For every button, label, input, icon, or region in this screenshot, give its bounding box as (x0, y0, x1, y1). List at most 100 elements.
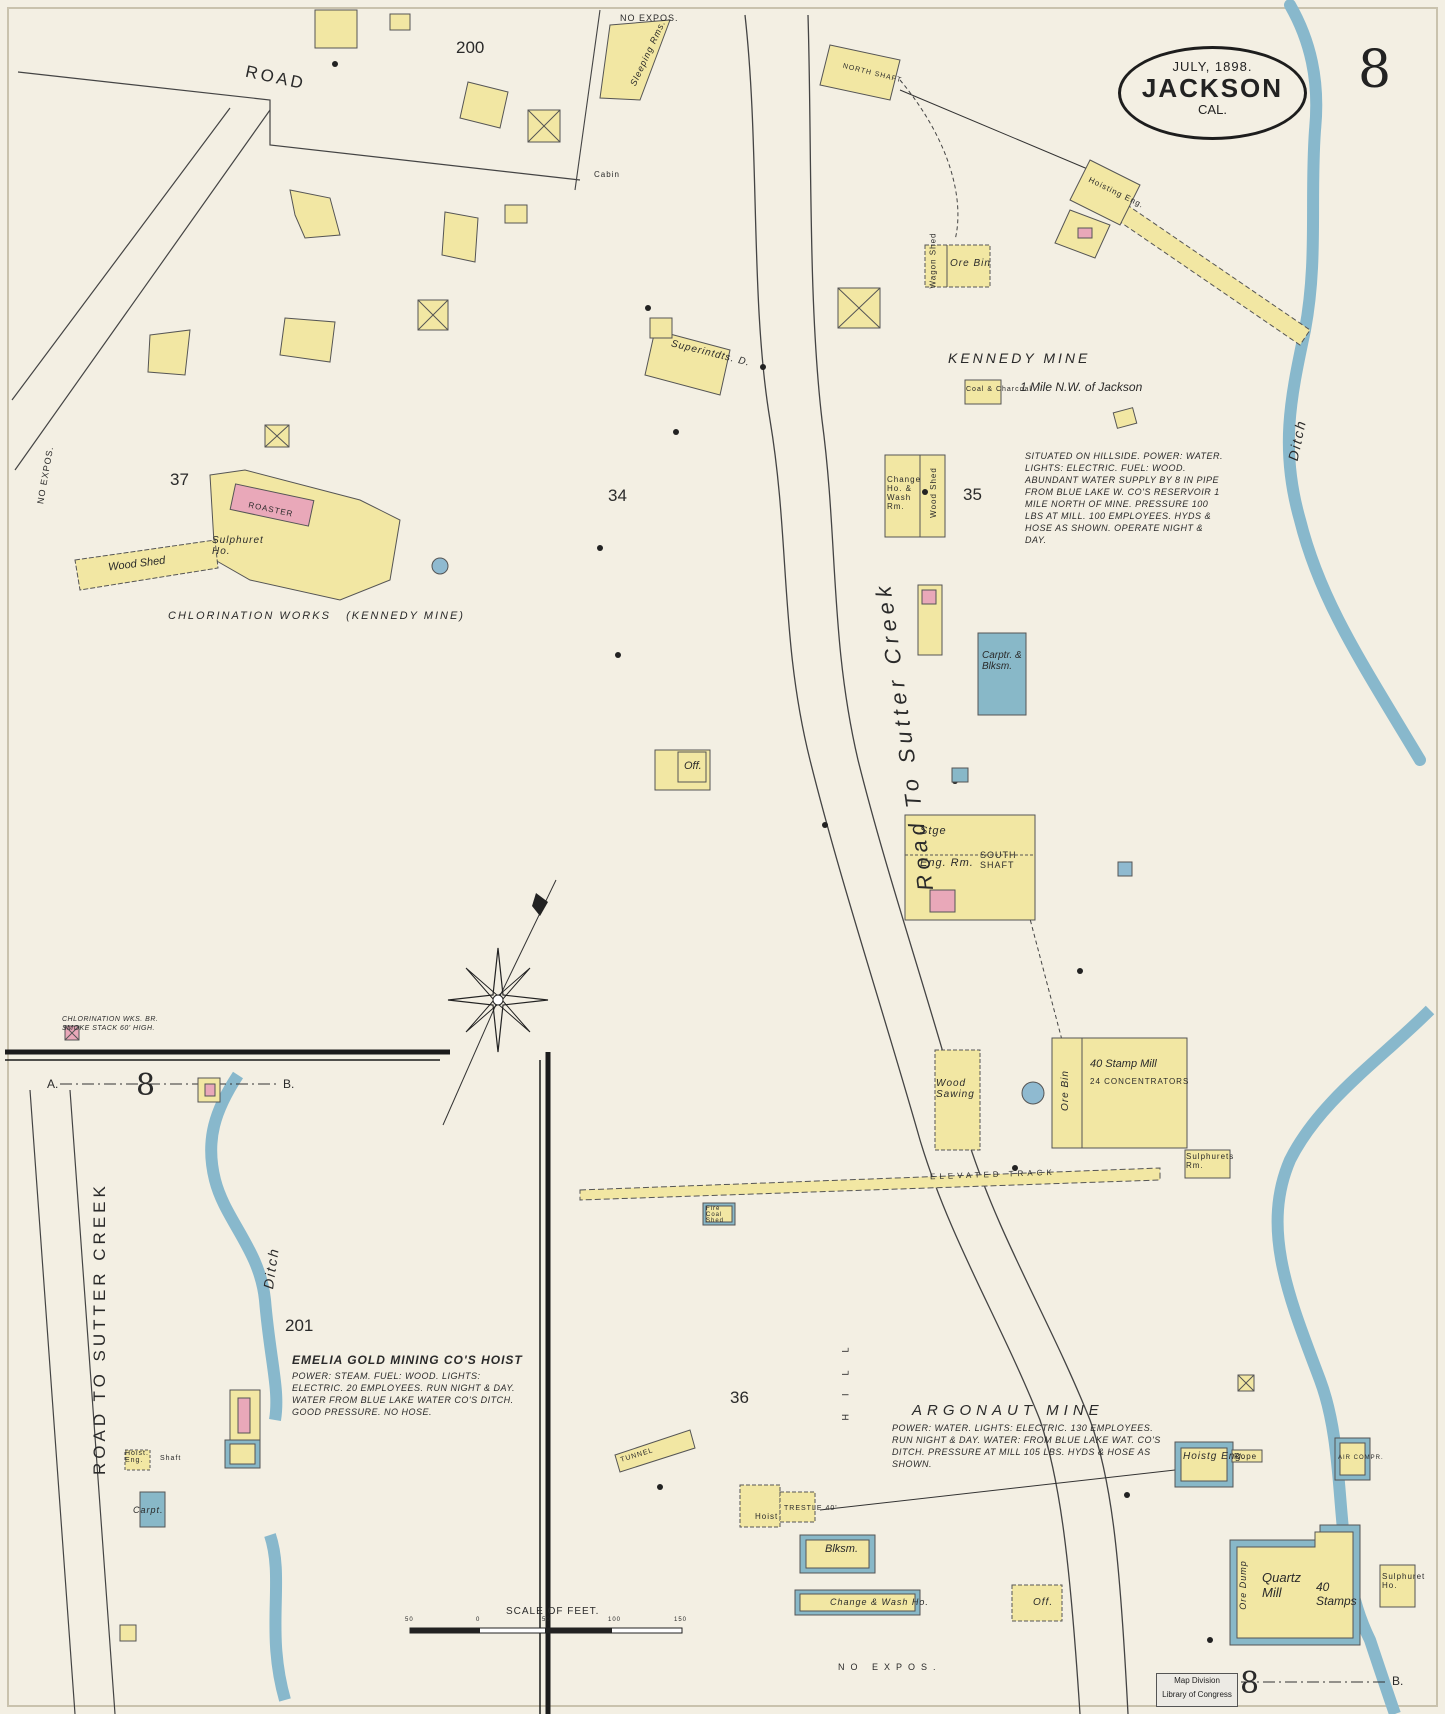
building-hoistg-eng (1174, 1441, 1234, 1488)
building-tunnel (614, 1429, 696, 1473)
building-small-ne (1112, 407, 1138, 429)
label-coal: Coal & Charcoal (966, 386, 1032, 393)
scale-tick-4: 100 (608, 1617, 622, 1623)
label-hoist-eng-inset: Hoist. Eng. (125, 1450, 149, 1464)
building-wagon-shed (924, 244, 991, 288)
building-d-mid (441, 211, 479, 263)
building-wood-sawing (934, 1049, 981, 1151)
kennedy-mine-location: 1 Mile N.W. of Jackson (1020, 380, 1143, 394)
label-wood-sawing: Wood Sawing (936, 1078, 975, 1100)
road-north-lane (574, 9, 601, 191)
building-x-carpt (139, 1491, 166, 1528)
label-hoistg-eng: Hoistg Eng. (1183, 1451, 1246, 1462)
label-stamps: 40 Stamps (1316, 1580, 1357, 1608)
hill-label: HILL (840, 1329, 851, 1421)
north-arrow (442, 879, 557, 1126)
building-carpenter (977, 632, 1027, 716)
road-top-n (17, 71, 581, 181)
label-sulphuret-ho: Sulphuret Ho. (212, 535, 264, 557)
dashed-track2 (899, 79, 959, 241)
road-sutter-west (744, 14, 1081, 1714)
building-x-south (1237, 1374, 1255, 1392)
label-hoist: Hoist (755, 1512, 779, 1521)
label-carpt: Carpt. (133, 1505, 164, 1515)
building-change-house (884, 454, 946, 538)
block-37: 37 (170, 470, 189, 489)
map-border (7, 7, 1438, 1707)
scale-tick-3: 50 (542, 1617, 551, 1623)
section-b-top: B. (283, 1077, 295, 1091)
block-201: 201 (285, 1316, 314, 1335)
label-blksm: Blksm. (825, 1543, 858, 1555)
building-change-wash (794, 1589, 921, 1616)
building-stamp-mill (1051, 1037, 1188, 1149)
building-blksm (799, 1534, 876, 1574)
chlorination-works-sub: (KENNEDY MINE) (346, 610, 465, 622)
kennedy-mine-note: SITUATED ON HILLSIDE. POWER: WATER. LIGH… (1025, 451, 1224, 545)
label-shaft: Shaft (160, 1455, 182, 1462)
chlorination-works-label: CHLORINATION WORKS (KENNEDY MINE) (168, 610, 465, 622)
label-quartz-mill: Quartz Mill (1262, 1570, 1302, 1600)
inset-frame-inner (5, 1059, 541, 1714)
block-35: 35 (963, 485, 982, 504)
label-trestle: TRESTLE 40' (784, 1505, 838, 1512)
inset-road (29, 1089, 116, 1714)
label-wagon-shed: Wagon Shed (928, 232, 938, 289)
label-stamp-mill: 40 Stamp Mill (1090, 1058, 1157, 1070)
section-n-top: 8 (136, 1068, 156, 1103)
road-diag2 (11, 107, 231, 401)
emelia-name: EMELIA GOLD MINING CO'S HOIST (292, 1353, 523, 1367)
label-carpenter: Carptr. & Blksm. (982, 650, 1022, 672)
inset-road-label: ROAD TO SUTTER CREEK (90, 1182, 109, 1475)
inset-frame (5, 1049, 551, 1714)
dashed-track (1024, 899, 1063, 1041)
title-city: JACKSON (1141, 73, 1284, 103)
label-stge: Stge (920, 825, 947, 837)
section-a-top: A. (47, 1077, 59, 1091)
building-hoist-annex (1054, 209, 1111, 259)
creek-inset (205, 1071, 283, 1421)
building-y (119, 1624, 137, 1642)
building-j (147, 329, 191, 376)
building-rope (1231, 1449, 1263, 1463)
building-off-south (1011, 1584, 1063, 1622)
scale-bar (409, 1627, 683, 1634)
label-ore-dump: Ore Dump (1237, 1560, 1248, 1610)
building-south-shaft (904, 814, 1036, 921)
tank-square-2 (951, 767, 969, 783)
tank-west (431, 557, 449, 575)
building-c (289, 189, 341, 239)
label-ore-bin: Ore Bin (950, 258, 991, 269)
building-k (264, 424, 290, 448)
cable-north (899, 89, 1091, 171)
building-v (197, 1077, 221, 1103)
no-expos-top-label: NO EXPOS. (620, 13, 679, 23)
road-sutter-east (807, 14, 1129, 1714)
building-d-top (314, 9, 358, 49)
chlorination-works-name: CHLORINATION WORKS (168, 610, 331, 622)
building-e (837, 287, 881, 329)
building-emelia-hoist (229, 1389, 261, 1443)
building-small-1 (389, 13, 411, 31)
building-sulphurets-rm (1184, 1149, 1231, 1179)
label-change-wash: Change & Wash Ho. (830, 1597, 929, 1607)
creek-southeast (1271, 1005, 1435, 1714)
sheet-number: 8 (1358, 40, 1392, 100)
label-ore-bin2: Ore Bin (1059, 1070, 1071, 1111)
building-sleeping (599, 19, 671, 101)
building-north-shaft (819, 44, 901, 101)
building-air-compr (1334, 1437, 1371, 1481)
rope-walk (1109, 199, 1311, 346)
creek-east (1282, 0, 1426, 766)
cable-south (819, 1469, 1176, 1511)
label-off2: Off. (1033, 1597, 1054, 1608)
chlorination-stack-note: CHLORINATION WKS. BR. SMOKE STACK 60' HI… (62, 1016, 159, 1032)
creek-inset-low (264, 1533, 291, 1702)
label-office: Off. (684, 760, 702, 772)
stamp-line-1: Map Division (1174, 1676, 1220, 1685)
label-concentrators: 24 CONCENTRATORS (1090, 1077, 1190, 1086)
title-date: JULY, 1898. (1172, 59, 1253, 74)
emelia-note: POWER: STEAM. FUEL: WOOD. LIGHTS: ELECTR… (292, 1371, 516, 1417)
building-fire-coal (702, 1202, 736, 1226)
